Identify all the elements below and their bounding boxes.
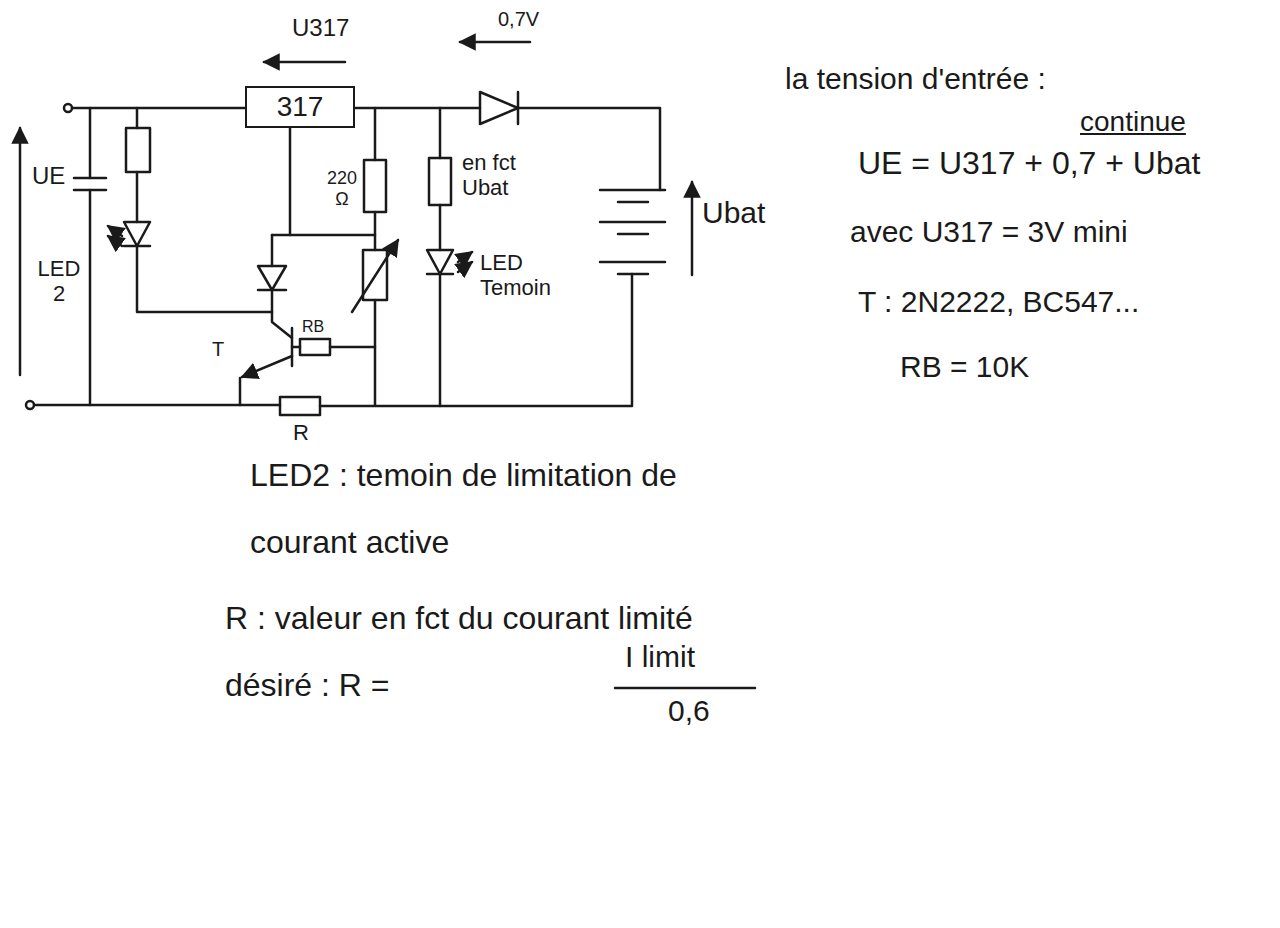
resistor-symbol bbox=[280, 397, 320, 415]
capacitor-symbol bbox=[74, 178, 106, 190]
component-label: T bbox=[212, 338, 224, 361]
diode-symbol bbox=[480, 92, 518, 124]
part-number: 317 bbox=[277, 91, 324, 123]
led-symbol bbox=[108, 236, 122, 246]
resistor-symbol bbox=[300, 339, 330, 355]
diode-symbol bbox=[258, 289, 286, 292]
transistor-symbol bbox=[242, 328, 292, 377]
wire bbox=[518, 108, 660, 190]
wire bbox=[272, 234, 375, 237]
battery-symbol bbox=[600, 221, 665, 224]
led-symbol bbox=[108, 222, 472, 274]
voltage-label: 0,7V bbox=[498, 8, 539, 31]
wire bbox=[271, 235, 274, 266]
voltage-arrow bbox=[264, 61, 345, 64]
note-text: avec U317 = 3V mini bbox=[850, 215, 1128, 250]
battery-symbol bbox=[618, 201, 648, 204]
wire bbox=[34, 404, 280, 407]
capacitor-symbol bbox=[74, 177, 106, 180]
resistor-symbol bbox=[364, 160, 386, 212]
note-text: RB = 10K bbox=[900, 350, 1029, 385]
note-text: la tension d'entrée : bbox=[785, 62, 1046, 97]
resistor-symbol bbox=[126, 128, 150, 172]
battery-symbol bbox=[618, 273, 648, 276]
led-symbol bbox=[458, 262, 472, 272]
battery-symbol bbox=[618, 233, 648, 236]
wire bbox=[289, 126, 292, 235]
capacitor-symbol bbox=[74, 189, 106, 192]
component-value: 220 Ω bbox=[324, 168, 360, 209]
resistor-symbol bbox=[126, 128, 451, 415]
formula-text: UE = U317 + 0,7 + Ubat bbox=[858, 145, 1200, 182]
component-label: R bbox=[293, 420, 309, 445]
circuit-schematic bbox=[20, 42, 755, 688]
wire bbox=[89, 108, 92, 178]
fraction-bar bbox=[615, 687, 755, 690]
diode-symbol bbox=[480, 92, 518, 124]
led-symbol bbox=[458, 252, 472, 262]
led-symbol bbox=[427, 273, 453, 276]
note-text: continue bbox=[1080, 106, 1186, 138]
formula-text: I limit bbox=[625, 640, 695, 675]
diode-symbol bbox=[517, 92, 520, 124]
wire bbox=[272, 290, 292, 338]
note-text: T : 2N2222, BC547... bbox=[858, 285, 1139, 320]
wire bbox=[320, 274, 632, 406]
regulator-box: 317 bbox=[245, 86, 355, 128]
wire bbox=[136, 172, 139, 222]
formula-text: 0,6 bbox=[668, 694, 710, 729]
wire bbox=[374, 212, 377, 250]
wire bbox=[136, 108, 139, 128]
component-label: LED Temoin bbox=[480, 250, 570, 301]
wire bbox=[89, 190, 92, 405]
voltage-arrow bbox=[19, 128, 22, 375]
led-symbol bbox=[108, 226, 122, 236]
voltage-label: UE bbox=[32, 162, 65, 190]
resistor-symbol bbox=[429, 158, 451, 205]
diode-symbol bbox=[258, 266, 286, 290]
voltage-arrow bbox=[460, 41, 530, 44]
wire bbox=[330, 346, 375, 349]
potentiometer-symbol bbox=[352, 240, 398, 312]
wire bbox=[439, 205, 442, 250]
diode-symbol bbox=[258, 266, 286, 290]
wire bbox=[34, 108, 660, 406]
wire bbox=[439, 274, 442, 406]
component-label: RB bbox=[302, 318, 324, 336]
led-symbol bbox=[427, 250, 453, 274]
battery-symbol bbox=[600, 189, 665, 192]
battery-symbol bbox=[600, 261, 665, 264]
component-note: en fct Ubat bbox=[462, 150, 552, 201]
note-text: LED2 : temoin de limitation de courant a… bbox=[250, 442, 730, 576]
wire bbox=[239, 378, 242, 405]
wire bbox=[439, 108, 442, 158]
voltage-label: Ubat bbox=[702, 196, 765, 231]
led-symbol bbox=[124, 245, 150, 248]
potentiometer-symbol bbox=[352, 240, 398, 312]
transistor-symbol bbox=[291, 328, 294, 366]
voltage-label: U317 bbox=[292, 14, 349, 42]
fraction-bar bbox=[615, 687, 755, 690]
voltage-arrow bbox=[20, 42, 692, 375]
terminal bbox=[26, 401, 34, 409]
battery-symbol bbox=[600, 190, 665, 274]
component-label: LED 2 bbox=[34, 256, 84, 307]
voltage-arrow bbox=[691, 182, 694, 275]
led-symbol bbox=[124, 222, 150, 246]
wire bbox=[374, 300, 377, 405]
terminal bbox=[64, 104, 72, 112]
transistor-symbol bbox=[242, 356, 292, 377]
wire bbox=[72, 107, 245, 110]
wire bbox=[374, 108, 377, 160]
wire bbox=[137, 246, 272, 312]
